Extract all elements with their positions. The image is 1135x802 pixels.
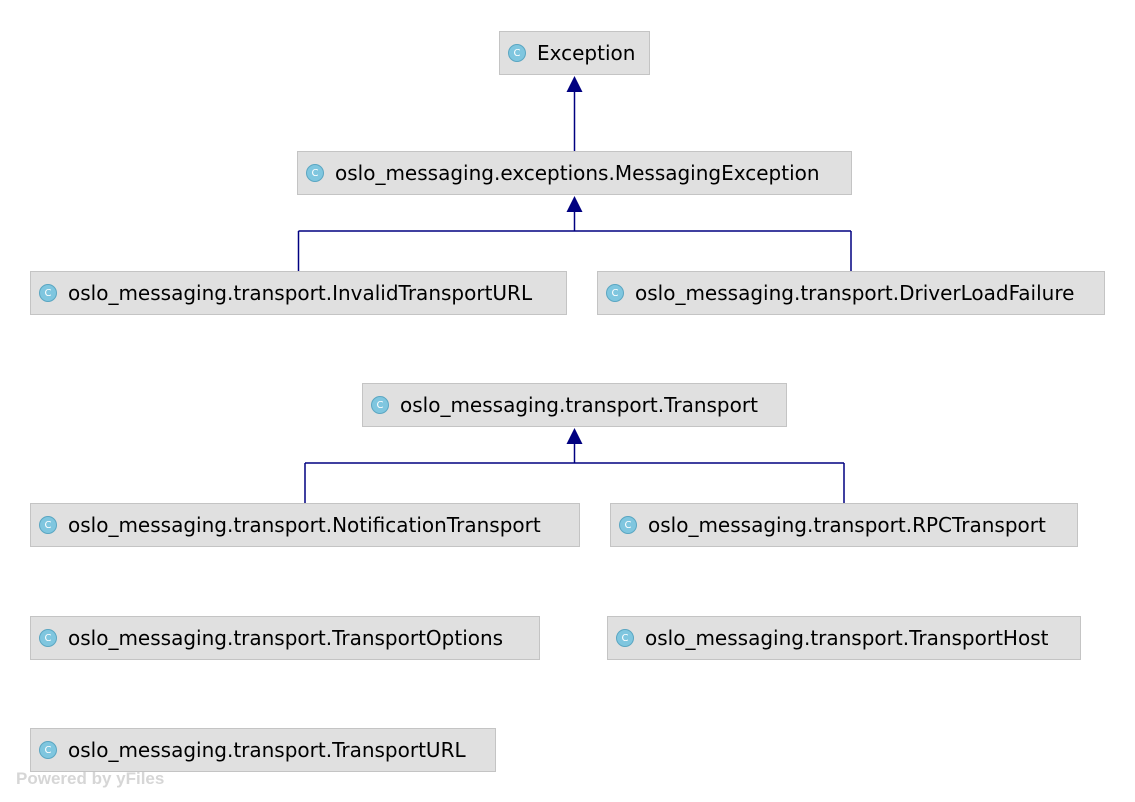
node-label: oslo_messaging.transport.TransportOption…	[68, 626, 504, 650]
class-icon: C	[616, 629, 634, 647]
powered-by-watermark: Powered by yFiles	[16, 769, 165, 788]
class-icon: C	[39, 284, 57, 302]
node-label: oslo_messaging.exceptions.MessagingExcep…	[335, 161, 820, 185]
node-transport-options[interactable]: C oslo_messaging.transport.TransportOpti…	[30, 616, 540, 660]
node-label: oslo_messaging.transport.TransportURL	[68, 738, 466, 762]
class-icon: C	[619, 516, 637, 534]
class-icon: C	[606, 284, 624, 302]
inheritance-arrowhead	[566, 76, 583, 92]
node-label: oslo_messaging.transport.DriverLoadFailu…	[635, 281, 1075, 305]
inheritance-arrowhead	[566, 196, 583, 212]
inheritance-edges	[297, 76, 852, 503]
node-label: oslo_messaging.transport.InvalidTranspor…	[68, 281, 533, 305]
class-icon: C	[306, 164, 324, 182]
node-transport-url[interactable]: C oslo_messaging.transport.TransportURL	[30, 728, 496, 772]
node-messaging-exception[interactable]: C oslo_messaging.exceptions.MessagingExc…	[297, 151, 852, 195]
class-icon: C	[371, 396, 389, 414]
node-label: Exception	[537, 41, 636, 65]
inheritance-arrowhead	[566, 428, 583, 444]
node-exception[interactable]: C Exception	[499, 31, 650, 75]
node-transport[interactable]: C oslo_messaging.transport.Transport	[362, 383, 787, 427]
node-notification-transport[interactable]: C oslo_messaging.transport.NotificationT…	[30, 503, 580, 547]
node-label: oslo_messaging.transport.TransportHost	[645, 626, 1049, 650]
node-label: oslo_messaging.transport.Transport	[400, 393, 758, 417]
node-label: oslo_messaging.transport.RPCTransport	[648, 513, 1046, 537]
node-rpc-transport[interactable]: C oslo_messaging.transport.RPCTransport	[610, 503, 1078, 547]
class-icon: C	[508, 44, 526, 62]
node-invalid-transport-url[interactable]: C oslo_messaging.transport.InvalidTransp…	[30, 271, 567, 315]
class-icon: C	[39, 741, 57, 759]
node-driver-load-failure[interactable]: C oslo_messaging.transport.DriverLoadFai…	[597, 271, 1105, 315]
class-icon: C	[39, 629, 57, 647]
node-transport-host[interactable]: C oslo_messaging.transport.TransportHost	[607, 616, 1081, 660]
class-icon: C	[39, 516, 57, 534]
node-label: oslo_messaging.transport.NotificationTra…	[68, 513, 541, 537]
